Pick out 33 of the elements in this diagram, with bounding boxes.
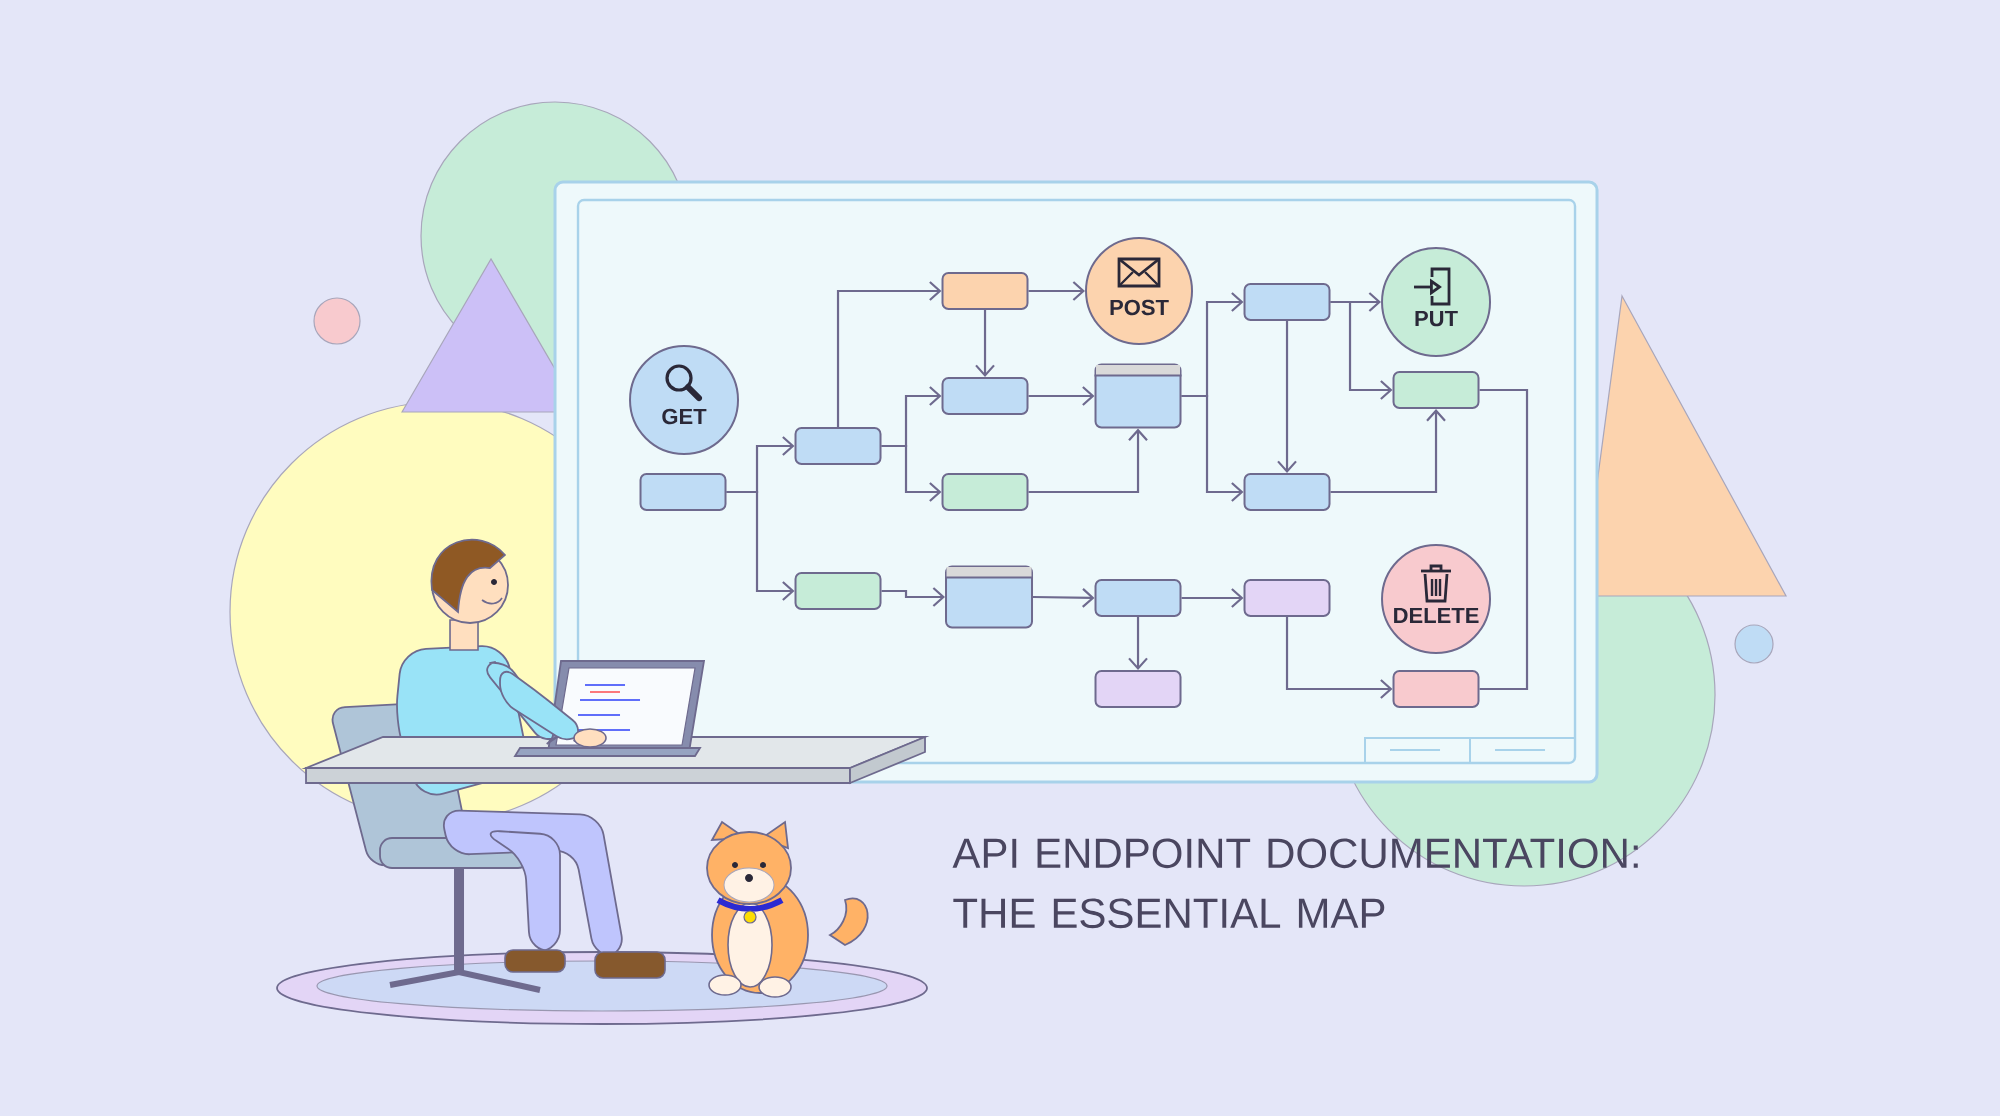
- process-box: [1243, 283, 1331, 321]
- arrow: [1330, 300, 1393, 400]
- arrow: [1277, 321, 1297, 473]
- arrow: [1128, 617, 1148, 670]
- arrow: [975, 310, 995, 377]
- arrow: [726, 490, 795, 601]
- process-box: [1392, 670, 1480, 708]
- process-box: [1392, 371, 1480, 409]
- arrow: [1028, 281, 1085, 301]
- arrow: [836, 281, 942, 427]
- arrow: [1181, 394, 1244, 502]
- arrow: [881, 587, 945, 607]
- process-box: [1094, 579, 1182, 617]
- arrow: [881, 444, 942, 502]
- window-box: [944, 565, 1034, 629]
- process-box: [941, 377, 1029, 415]
- process-box: [941, 272, 1029, 310]
- arrow: [1330, 409, 1446, 494]
- window-box: [1093, 363, 1183, 429]
- arrow: [1181, 588, 1244, 608]
- connector-line: [1479, 388, 1529, 691]
- process-box: [1243, 579, 1331, 617]
- process-box: [1094, 670, 1182, 708]
- title: API ENDPOINT DOCUMENTATION: THE ESSENTIAL MAP: [952, 838, 1638, 929]
- arrow: [1028, 428, 1148, 494]
- process-box: [941, 473, 1029, 511]
- arrow: [1028, 386, 1095, 406]
- arrow: [1033, 588, 1095, 608]
- process-box: [794, 572, 882, 610]
- process-box: [794, 427, 882, 465]
- process-box: [1243, 473, 1331, 511]
- arrow: [1285, 617, 1393, 699]
- process-box: [639, 473, 727, 511]
